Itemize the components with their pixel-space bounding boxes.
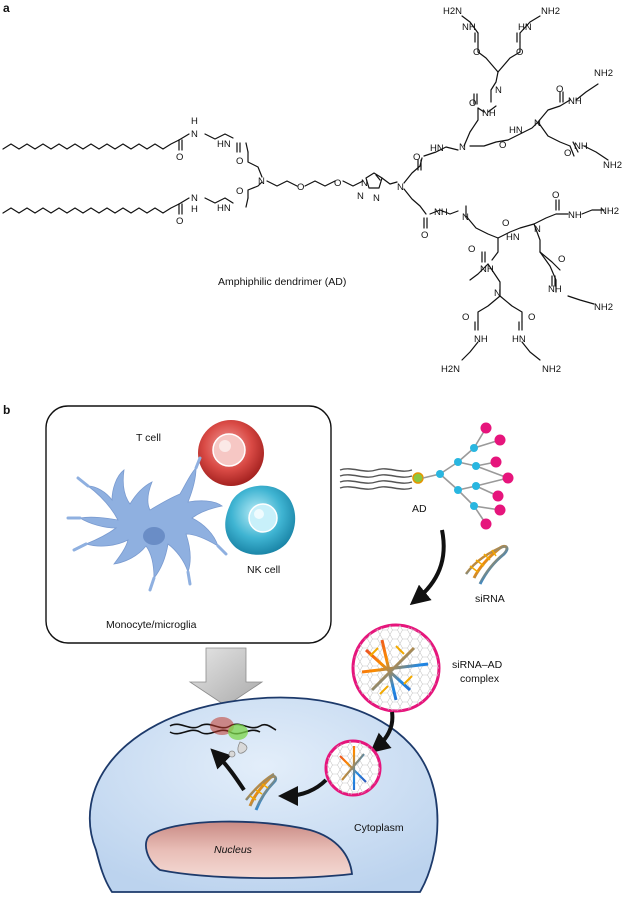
entry-arrow <box>188 647 264 707</box>
atom-h2n: H2N <box>443 6 462 17</box>
atom-o: O <box>334 178 341 189</box>
dendron-lower <box>461 199 605 361</box>
atom-hn: HN <box>512 334 526 345</box>
atom-o: O <box>556 84 563 95</box>
atom-o: O <box>499 140 506 151</box>
atom-nh2: NH2 <box>594 68 613 79</box>
atom-nh: NH <box>480 264 494 275</box>
t-cell-label: T cell <box>136 432 161 444</box>
atom-n: N <box>494 288 501 299</box>
dendron-core <box>403 146 459 229</box>
atom-n: N <box>495 85 502 96</box>
atom-n: N <box>534 224 541 235</box>
nucleus <box>145 820 353 879</box>
atom-o: O <box>236 156 243 167</box>
lipid-chains <box>2 133 263 215</box>
atom-nh: NH <box>568 96 582 107</box>
monocyte-microglia <box>66 456 228 592</box>
ad-label: AD <box>412 503 427 515</box>
atom-hn: HN <box>217 203 231 214</box>
atom-n: N <box>459 142 466 153</box>
atom-hn: HN <box>217 139 231 150</box>
atom-nh: NH <box>574 141 588 152</box>
arrow-to-mrna <box>210 748 246 792</box>
arrow-release <box>278 778 328 806</box>
atom-o: O <box>558 254 565 265</box>
atom-o: O <box>564 148 571 159</box>
dendron-upper <box>461 15 609 161</box>
atom-nh2: NH2 <box>542 364 561 375</box>
atom-nh2: NH2 <box>603 160 622 171</box>
sirna-upper <box>464 544 509 585</box>
atom-o: O <box>413 152 420 163</box>
atom-nh: NH <box>568 210 582 221</box>
atom-o: O <box>236 186 243 197</box>
sirna-ad-complex-internalized <box>324 739 382 797</box>
atom-o: O <box>516 47 523 58</box>
complex-label-2: complex <box>460 673 500 685</box>
atom-o: O <box>462 312 469 323</box>
nk-cell-label: NK cell <box>247 564 280 576</box>
sirna-released <box>245 772 278 811</box>
arrow-to-endosome <box>369 711 395 754</box>
atom-hn: HN <box>506 232 520 243</box>
atom-n: N <box>373 193 380 204</box>
panel-a-caption: Amphiphilic dendrimer (AD) <box>218 276 346 288</box>
atom-n: N <box>191 193 198 204</box>
atom-o: O <box>502 218 509 229</box>
atom-n: N <box>462 212 469 223</box>
atom-hn: HN <box>509 125 523 136</box>
atom-nh: NH <box>474 334 488 345</box>
atom-o: O <box>528 312 535 323</box>
atom-n: N <box>191 129 198 140</box>
atom-o: O <box>552 190 559 201</box>
atom-n: N <box>397 182 404 193</box>
peg-linker <box>266 172 398 189</box>
atom-o: O <box>421 230 428 241</box>
atom-h: H <box>191 204 198 215</box>
panel-b-letter: b <box>3 403 10 417</box>
atom-o: O <box>176 152 183 163</box>
ad-schematic <box>339 422 514 530</box>
atom-nh: NH <box>434 207 448 218</box>
panel-a-letter: a <box>3 1 10 15</box>
monocyte-label: Monocyte/microglia <box>106 619 197 631</box>
atom-n: N <box>357 191 364 202</box>
atom-o: O <box>473 47 480 58</box>
atom-hn: HN <box>518 22 532 33</box>
atom-nh: NH <box>482 108 496 119</box>
complex-label-1: siRNA–AD <box>452 659 503 671</box>
atom-hn: HN <box>430 143 444 154</box>
cytoplasm-label: Cytoplasm <box>354 822 404 834</box>
atom-n: N <box>534 118 541 129</box>
atom-nh2: NH2 <box>594 302 613 313</box>
sirna-ad-complex <box>351 623 441 713</box>
atom-nh2: NH2 <box>600 206 619 217</box>
atom-o: O <box>176 216 183 227</box>
atom-o: O <box>469 98 476 109</box>
atom-n: N <box>361 178 368 189</box>
atom-o: O <box>297 182 304 193</box>
atom-h2n: H2N <box>441 364 460 375</box>
atom-n: N <box>258 176 265 187</box>
atom-o: O <box>468 244 475 255</box>
atom-nh: NH <box>462 22 476 33</box>
atom-h: H <box>191 116 198 127</box>
arrow-ad-to-complex <box>409 529 446 606</box>
nucleus-label: Nucleus <box>214 844 253 856</box>
atom-nh2: NH2 <box>541 6 560 17</box>
sirna-label: siRNA <box>475 593 505 605</box>
atom-nh: NH <box>548 284 562 295</box>
nk-cell <box>225 485 296 555</box>
mrna-risc <box>169 717 277 758</box>
t-cell <box>198 420 264 486</box>
